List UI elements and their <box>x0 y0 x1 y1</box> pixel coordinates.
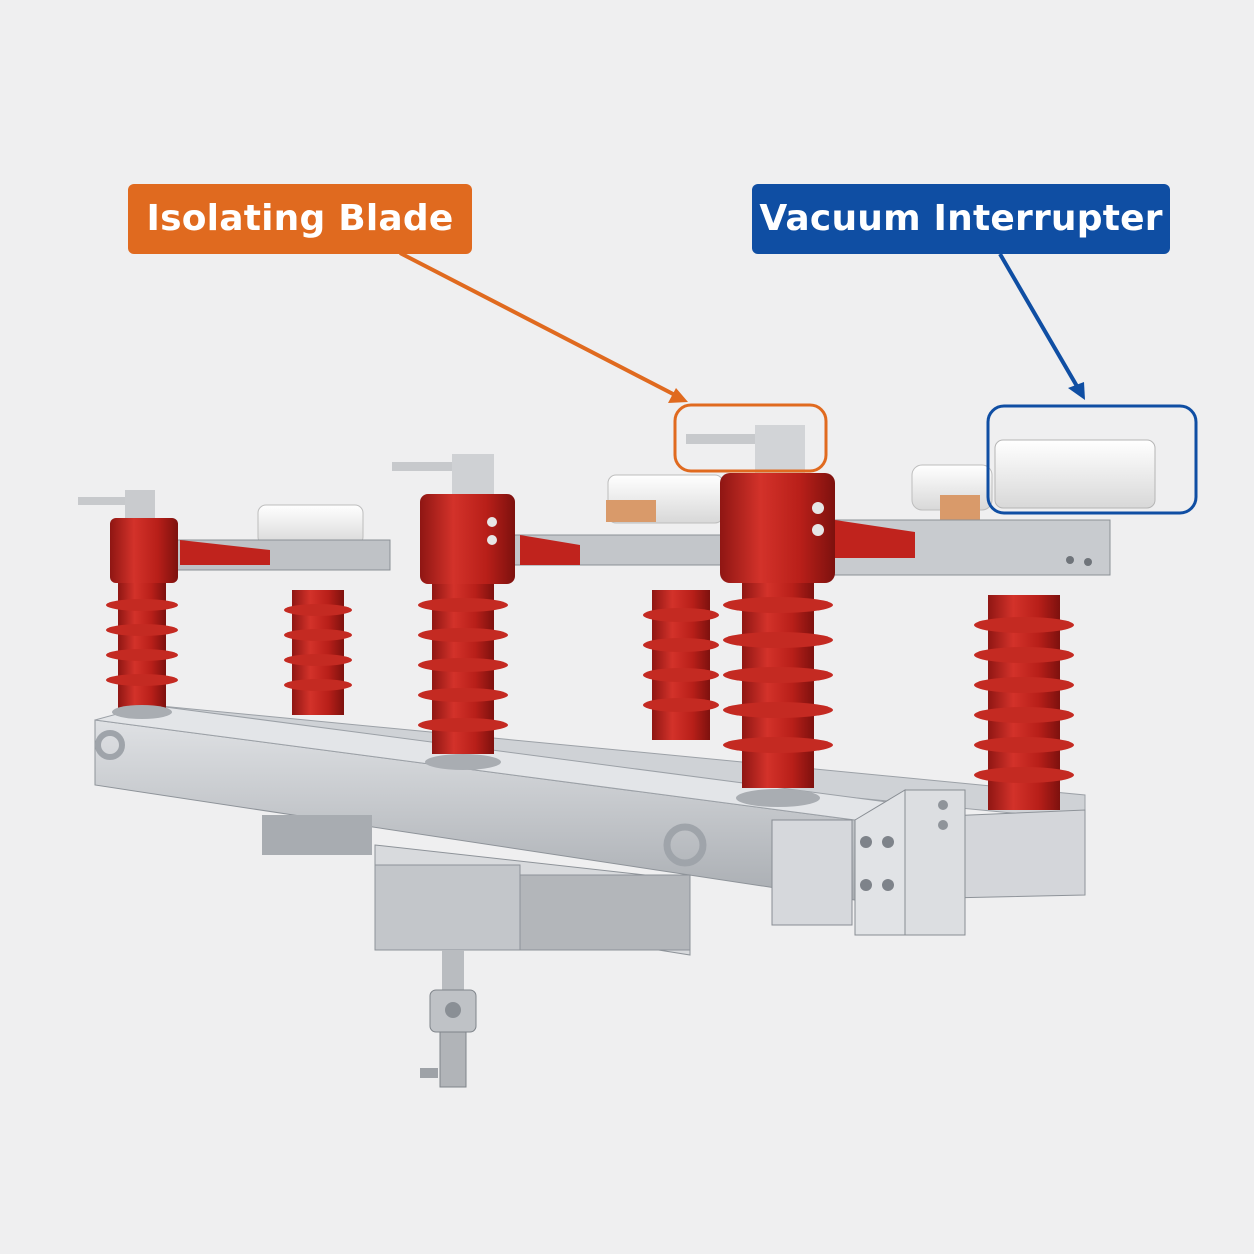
base-frame <box>94 704 1086 1088</box>
isolating-blade-label: Isolating Blade <box>128 184 472 254</box>
vacuum-interrupter-callout <box>986 252 1198 515</box>
front-insulator-row <box>78 425 835 807</box>
vacuum-interrupter-highlight-box <box>986 404 1198 515</box>
vacuum-interrupter-label: Vacuum Interrupter <box>752 184 1170 254</box>
isolating-blade-highlight-box <box>673 403 828 473</box>
back-insulator-row <box>256 439 1156 810</box>
isolating-blade-callout <box>399 251 828 473</box>
arrow-head-icon <box>668 388 688 403</box>
arrow-head-icon <box>1068 382 1085 400</box>
